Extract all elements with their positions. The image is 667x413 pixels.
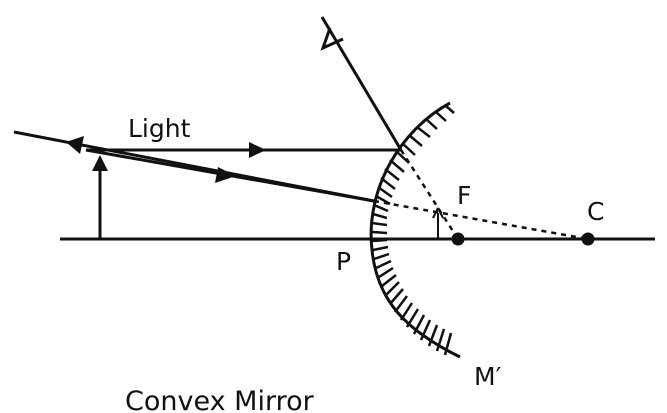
focus-point <box>451 232 465 246</box>
incident-ray-parallel-arrowhead <box>249 142 266 158</box>
light-label: Light <box>128 114 191 143</box>
center-label: C <box>587 197 604 226</box>
reflected-ray-upward-arrowhead <box>320 27 344 51</box>
focus-label: F <box>457 181 471 210</box>
mirror-hatching <box>371 105 455 356</box>
virtual-image-arrowhead <box>432 207 444 219</box>
virtual-ray-to-focus <box>399 149 460 240</box>
center-of-curvature-point <box>581 232 595 246</box>
reflected-ray-upward <box>320 16 403 151</box>
reflected-ray-back-arrowhead <box>66 136 84 154</box>
object-arrowhead <box>92 155 108 171</box>
convex-mirror <box>369 101 461 359</box>
mirror-label: M′ <box>474 362 502 391</box>
diagram-caption: Convex Mirror <box>125 386 315 413</box>
pole-label: P <box>336 247 351 276</box>
virtual-ray-to-center <box>373 199 589 241</box>
